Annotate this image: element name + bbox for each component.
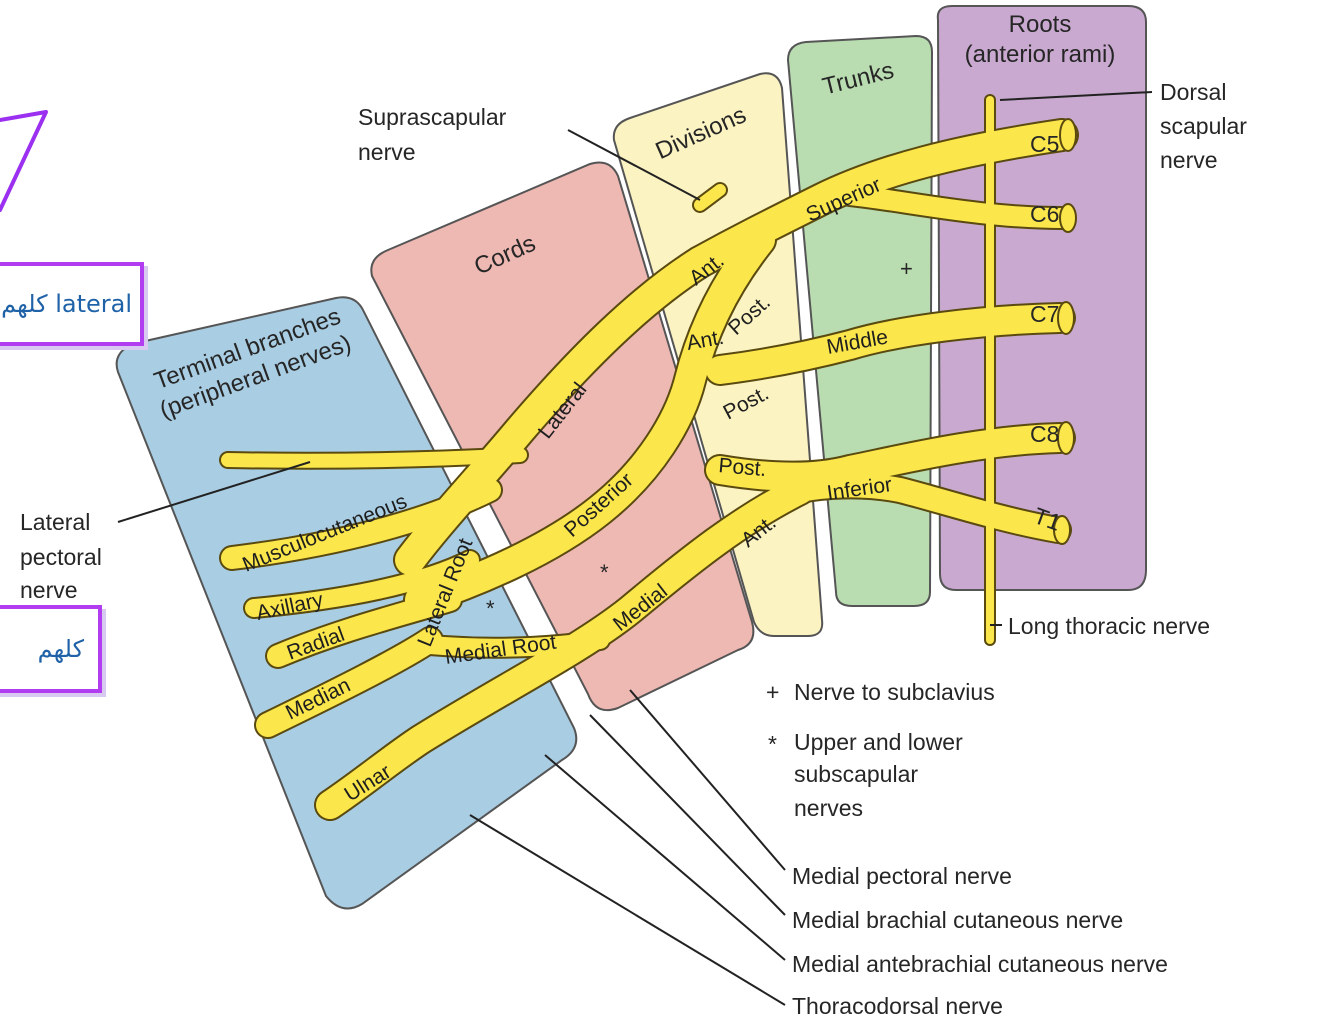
root-label-c5: C5 [1030, 131, 1059, 157]
star-marker-2: * [486, 596, 495, 621]
suprascapular-label-2: nerve [358, 139, 416, 165]
dorsal-scapular-label-1: Dorsal [1160, 79, 1226, 105]
lateral-pectoral-label-1: Lateral [20, 509, 90, 535]
root-label-c7: C7 [1030, 301, 1059, 327]
annotation-note-top: كلهم lateral [0, 262, 144, 346]
lateral-pectoral-label-3: nerve [20, 577, 78, 603]
annotation-note-top-text: كلهم lateral [1, 290, 132, 318]
legend-star-symbol: * [768, 731, 777, 757]
lateral-pectoral-label-2: pectoral [20, 544, 102, 570]
c7-end [1058, 302, 1074, 334]
long-thoracic-label: Long thoracic nerve [1008, 613, 1210, 639]
plus-marker: + [900, 256, 913, 281]
c8-end [1058, 422, 1074, 454]
dorsal-scapular-label-2: scapular [1160, 113, 1247, 139]
annotation-note-bottom: كلهم [0, 605, 102, 693]
suprascapular-label-1: Suprascapular [358, 104, 507, 130]
c6-end [1060, 204, 1076, 232]
lateral-pectoral-nerve [228, 455, 520, 461]
star-marker-1: * [600, 560, 609, 585]
legend-star-line-3: nerves [794, 795, 863, 821]
c5-end [1060, 119, 1076, 151]
checkmark-annotation [0, 112, 46, 210]
root-label-c6: C6 [1030, 201, 1059, 227]
medial-pectoral-label: Medial pectoral nerve [792, 863, 1012, 889]
legend-plus-symbol: + [766, 679, 779, 705]
legend-star-line-1: Upper and lower [794, 729, 963, 755]
roots-header: Roots [1009, 11, 1072, 38]
root-label-c8: C8 [1030, 421, 1059, 447]
legend-star-line-2: subscapular [794, 761, 918, 787]
div-post-inferior: Post. [718, 454, 768, 481]
medial-antebrachial-label: Medial antebrachial cutaneous nerve [792, 951, 1168, 977]
dorsal-scapular-label-3: nerve [1160, 147, 1218, 173]
thoracodorsal-label: Thoracodorsal nerve [792, 993, 1003, 1019]
medial-brachial-label: Medial brachial cutaneous nerve [792, 907, 1123, 933]
annotation-note-bottom-text: كلهم [38, 635, 84, 663]
roots-subheader: (anterior rami) [965, 41, 1116, 68]
legend-plus-text: Nerve to subclavius [794, 679, 995, 705]
